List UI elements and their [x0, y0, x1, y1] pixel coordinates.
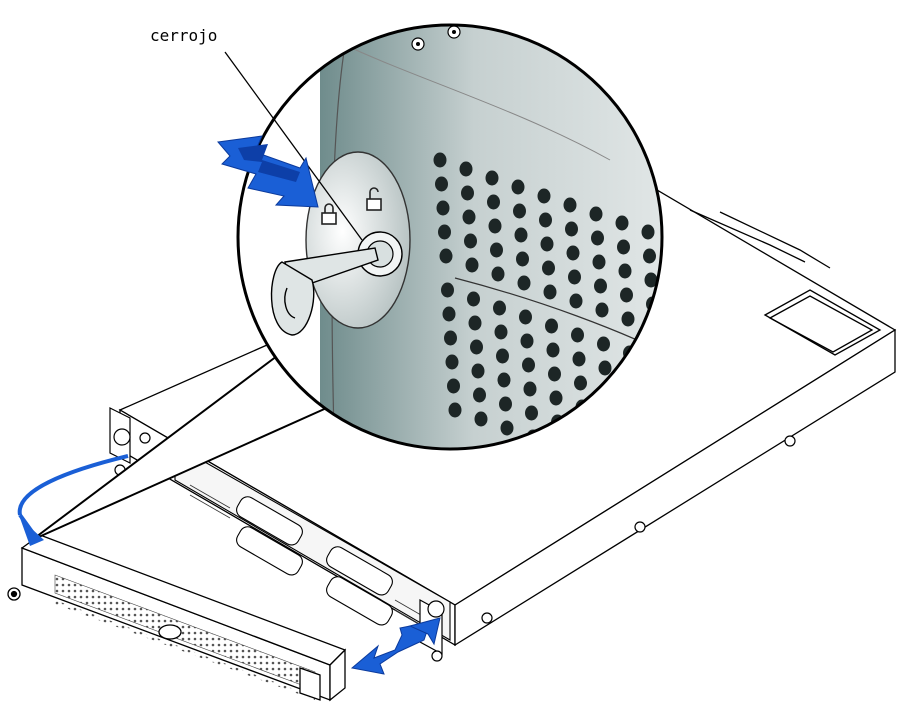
lock-icon: [321, 203, 337, 225]
vent-hole: [438, 224, 451, 240]
vent-hole: [448, 402, 462, 418]
push-lock-arrow: [217, 135, 319, 208]
vent-hole: [520, 333, 534, 349]
vent-hole: [522, 357, 535, 373]
callout-label-latch: cerrojo: [150, 26, 218, 45]
vent-hole: [568, 269, 581, 285]
vent-hole: [511, 179, 525, 195]
vent-hole: [565, 221, 578, 237]
vent-hole: [473, 387, 486, 403]
vent-hole: [499, 396, 512, 412]
lock-plate: [305, 151, 411, 329]
key-icon: [270, 247, 379, 336]
vent-hole: [516, 251, 529, 267]
vent-hole: [617, 239, 630, 255]
vent-hole: [441, 282, 454, 298]
vent-hole: [433, 152, 447, 168]
vent-hole: [641, 224, 655, 240]
vent-hole: [445, 354, 459, 370]
vent-hole: [545, 318, 558, 334]
vent-hole: [464, 233, 477, 249]
vent-hole: [470, 339, 483, 355]
vent-hole: [574, 375, 587, 391]
vent-hole: [537, 188, 551, 204]
vent-hole: [566, 245, 580, 261]
vent-hole: [435, 176, 448, 192]
vent-hole: [615, 215, 629, 231]
vent-hole: [468, 315, 482, 331]
callout-leader-line: [224, 51, 363, 241]
vent-hole: [436, 200, 450, 216]
vent-hole: [543, 284, 557, 300]
vent-hole: [459, 161, 473, 177]
vent-hole: [500, 420, 514, 436]
vent-hole: [517, 275, 531, 291]
drive-carrier: [236, 496, 303, 576]
vent-hole: [621, 311, 635, 327]
vent-hole: [592, 254, 606, 270]
vent-hole: [595, 302, 609, 318]
vent-hole: [442, 306, 456, 322]
vent-hole: [493, 300, 506, 316]
vent-hole: [594, 278, 607, 294]
vent-hole: [569, 293, 583, 309]
vent-hole: [496, 348, 509, 364]
vent-hole: [620, 287, 633, 303]
vent-hole: [523, 381, 537, 397]
vent-hole: [591, 230, 604, 246]
vent-hole: [485, 170, 499, 186]
vent-hole: [497, 372, 511, 388]
front-bezel: [7, 534, 347, 702]
vent-hole: [643, 248, 656, 264]
vent-hole: [494, 324, 508, 340]
vent-hole: [519, 309, 532, 325]
vent-hole: [549, 390, 563, 406]
vent-hole: [546, 342, 560, 358]
unlock-icon: [366, 187, 382, 211]
vent-hole: [618, 263, 632, 279]
vent-hole: [540, 236, 554, 252]
drive-carrier: [326, 546, 393, 626]
side-screws: [481, 435, 796, 624]
swing-arc-arrowhead: [20, 518, 44, 546]
vent-hole: [542, 260, 555, 276]
vent-hole: [474, 411, 488, 427]
vent-hole: [598, 360, 612, 376]
release-arrow: [350, 617, 441, 675]
vent-hole: [491, 266, 505, 282]
vent-hole: [461, 185, 474, 201]
vent-hole: [487, 194, 500, 210]
vent-hole: [571, 327, 584, 343]
vent-hole: [447, 378, 460, 394]
vent-hole: [513, 203, 526, 219]
vent-hole: [514, 227, 528, 243]
front-ears: [109, 407, 445, 662]
vent-hole: [572, 351, 586, 367]
vent-hole: [525, 405, 538, 421]
vent-hole: [490, 242, 503, 258]
vent-hole: [444, 330, 457, 346]
vent-hole: [548, 366, 561, 382]
vent-hole: [589, 206, 603, 222]
vent-hole: [439, 248, 453, 264]
dell-logo-icon: [158, 624, 182, 640]
vent-hole: [488, 218, 502, 234]
vent-hole: [462, 209, 476, 225]
vent-hole: [597, 336, 610, 352]
vent-hole: [563, 197, 577, 213]
vent-hole: [471, 363, 485, 379]
vent-hole: [467, 291, 480, 307]
vent-hole: [465, 257, 479, 273]
vent-hole: [644, 272, 658, 288]
vent-hole: [539, 212, 552, 228]
